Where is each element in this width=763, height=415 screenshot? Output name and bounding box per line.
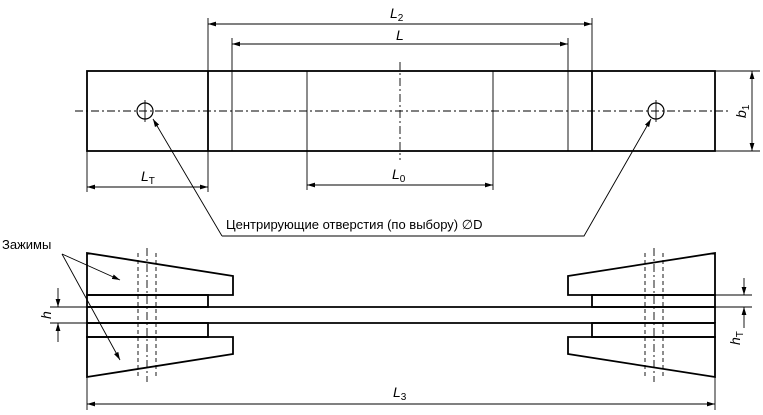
centering-holes-label: Центрирующие отверстия (по выбору) ∅D — [226, 217, 482, 232]
svg-text:h: h — [38, 311, 54, 319]
clamp-right — [567, 248, 716, 382]
specimen-side-view — [86, 306, 716, 324]
svg-text:L: L — [396, 27, 404, 43]
dimension-L2: L2 — [207, 5, 593, 71]
svg-text:hT: hT — [727, 331, 746, 345]
svg-text:LT: LT — [141, 168, 155, 187]
dimension-h: h — [38, 288, 87, 342]
dimension-L: L — [231, 27, 569, 71]
clamps-label: Зажимы — [2, 237, 51, 252]
specimen-top-view — [75, 62, 728, 160]
svg-text:L0: L0 — [392, 166, 406, 185]
dimension-L0: L0 — [306, 151, 494, 190]
clamps-annotation: Зажимы — [2, 237, 121, 361]
centering-holes-annotation: Центрирующие отверстия (по выбору) ∅D — [152, 118, 652, 237]
dimension-L3: L3 — [86, 377, 716, 410]
clamp-left — [86, 248, 234, 382]
dimension-b1: b1 — [715, 70, 760, 152]
svg-text:b1: b1 — [733, 104, 752, 118]
dimension-hT: hT — [715, 278, 752, 345]
svg-text:L2: L2 — [390, 5, 404, 24]
svg-text:L3: L3 — [393, 384, 407, 403]
dimension-LT: LT — [86, 151, 209, 192]
